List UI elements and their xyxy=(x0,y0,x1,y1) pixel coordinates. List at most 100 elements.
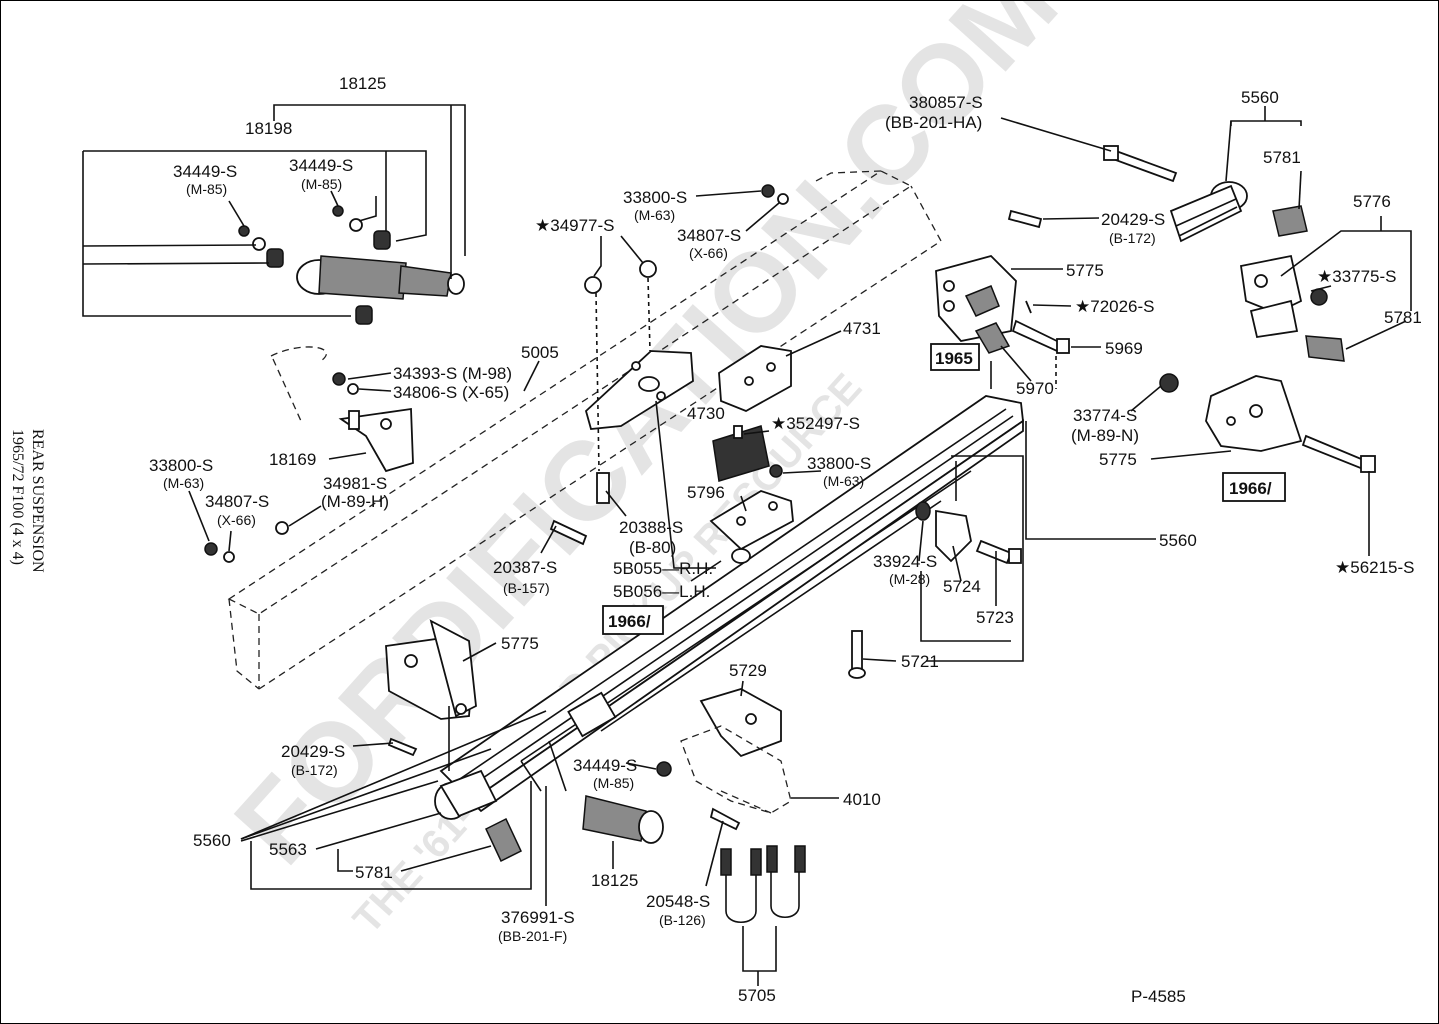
callout-56215: ★56215-S xyxy=(1335,558,1415,577)
year-label-1966-mid: 1966/ xyxy=(608,612,651,631)
bracket-18169 xyxy=(332,372,414,473)
callout-20548-sub: (B-126) xyxy=(659,912,706,928)
callout-33800-left-sub: (M-63) xyxy=(163,475,204,491)
bolt-5723 xyxy=(975,539,1022,565)
spring-eye-5563 xyxy=(434,769,498,820)
callout-5b056: 5B056—L.H. xyxy=(613,582,710,601)
callout-33924-sub: (M-28) xyxy=(889,571,930,587)
callout-5005: 5005 xyxy=(521,343,559,362)
callout-5775-right: 5775 xyxy=(1066,261,1104,280)
callout-4010: 4010 xyxy=(843,790,881,809)
side-subtitle: 1965/72 F100 (4 x 4) xyxy=(9,429,26,565)
bushing-5970 xyxy=(974,322,1011,354)
year-box-1965: 1965 xyxy=(930,343,980,371)
callout-33800-right-sub: (M-63) xyxy=(823,473,864,489)
bracket-4731 xyxy=(718,345,792,412)
side-title: REAR SUSPENSION xyxy=(29,429,46,573)
axle-housing-4010 xyxy=(680,725,792,814)
callout-34977: ★34977-S xyxy=(535,216,615,235)
shock-absorber-18125-bottom xyxy=(582,761,672,844)
hanger-5775-far-1966 xyxy=(1159,373,1303,452)
callout-20548: 20548-S xyxy=(646,892,710,911)
year-label-1966-right: 1966/ xyxy=(1229,479,1272,498)
bushing-5781-far-top xyxy=(1272,205,1308,237)
callout-34449-bottom-sub: (M-85) xyxy=(593,775,634,791)
callout-5b055: 5B055—R.H. xyxy=(613,559,713,578)
clip-5724 xyxy=(915,501,972,563)
callout-33924: 33924-S xyxy=(873,552,937,571)
leader-lines xyxy=(82,104,1412,986)
hanger-5775-right-1965 xyxy=(935,254,1017,342)
callout-4731: 4731 xyxy=(843,319,881,338)
bolt-5969 xyxy=(1011,319,1070,354)
callout-34449-a: 34449-S xyxy=(173,162,237,181)
callout-labels: 18125 18198 34449-S (M-85) 34449-S (M-85… xyxy=(149,74,1422,1006)
shackle-5776 xyxy=(1239,254,1328,339)
callout-18198: 18198 xyxy=(245,119,292,138)
callout-20429-right-sub: (B-172) xyxy=(1109,230,1156,246)
callout-34806: 34806-S (X-65) xyxy=(393,383,509,402)
bolt-380857 xyxy=(1103,145,1178,183)
callout-33800-mid: 33800-S xyxy=(623,188,687,207)
callout-5705: 5705 xyxy=(738,986,776,1005)
callout-34449-b-sub: (M-85) xyxy=(301,176,342,192)
year-label-1965: 1965 xyxy=(935,349,973,368)
spring-clip xyxy=(520,691,617,792)
callout-5796: 5796 xyxy=(687,483,725,502)
year-box-1966-mid: 1966/ xyxy=(602,605,664,635)
callout-34981-sub: (M-89-H) xyxy=(321,492,389,511)
callout-380857-sub: (BB-201-HA) xyxy=(885,113,982,132)
callout-34449-b: 34449-S xyxy=(289,156,353,175)
callout-33800-mid-sub: (M-63) xyxy=(634,207,675,223)
callout-5560-right: 5560 xyxy=(1159,531,1197,550)
callout-20388-sub: (B-80) xyxy=(629,538,676,557)
callout-352497: ★352497-S xyxy=(771,414,860,433)
callout-34807-left-sub: (X-66) xyxy=(217,512,256,528)
callout-33800-left: 33800-S xyxy=(149,456,213,475)
callout-20429-left-sub: (B-172) xyxy=(291,762,338,778)
callout-33775: ★33775-S xyxy=(1317,267,1397,286)
frame-rail-5005 xyxy=(227,170,942,690)
callout-5776: 5776 xyxy=(1353,192,1391,211)
callout-34807-left: 34807-S xyxy=(205,492,269,511)
callout-72026: ★72026-S xyxy=(1075,297,1155,316)
callout-380857: 380857-S xyxy=(909,93,983,112)
callout-34393: 34393-S (M-98) xyxy=(393,364,512,383)
callout-5970: 5970 xyxy=(1016,379,1054,398)
callout-5724: 5724 xyxy=(943,577,981,596)
callout-33774: 33774-S xyxy=(1073,406,1137,425)
bracket-5b055 xyxy=(584,350,694,430)
u-bolts-5705 xyxy=(720,845,806,924)
callout-33774-sub: (M-89-N) xyxy=(1071,426,1139,445)
plate-5796 xyxy=(709,490,794,564)
figure-id: P-4585 xyxy=(1131,987,1186,1006)
callout-5560-far: 5560 xyxy=(1241,88,1279,107)
bolt-5721 xyxy=(848,630,866,679)
bump-stop-4730 xyxy=(712,425,770,482)
callout-5781-far-top: 5781 xyxy=(1263,148,1301,167)
callout-5729: 5729 xyxy=(729,661,767,680)
callout-20387-sub: (B-157) xyxy=(503,580,550,596)
callout-5781-left: 5781 xyxy=(355,863,393,882)
callout-18169: 18169 xyxy=(269,450,316,469)
callout-5775-left: 5775 xyxy=(501,634,539,653)
callout-4730: 4730 xyxy=(687,404,725,423)
spring-eye-5560-far xyxy=(1169,181,1248,243)
callout-5781-far: 5781 xyxy=(1384,308,1422,327)
callout-20429-left: 20429-S xyxy=(281,742,345,761)
callout-20387: 20387-S xyxy=(493,558,557,577)
callout-376991: 376991-S xyxy=(501,908,575,927)
callout-34807-mid: 34807-S xyxy=(677,226,741,245)
callout-5723: 5723 xyxy=(976,608,1014,627)
callout-5721: 5721 xyxy=(901,652,939,671)
callout-5775-far: 5775 xyxy=(1099,450,1137,469)
callout-376991-sub: (BB-201-F) xyxy=(498,928,567,944)
callout-5563: 5563 xyxy=(269,840,307,859)
callout-34981: 34981-S xyxy=(323,474,387,493)
bushing-5781-far xyxy=(1305,335,1345,362)
callout-5560-left: 5560 xyxy=(193,831,231,850)
callout-34807-mid-sub: (X-66) xyxy=(689,245,728,261)
callout-34449-a-sub: (M-85) xyxy=(186,181,227,197)
